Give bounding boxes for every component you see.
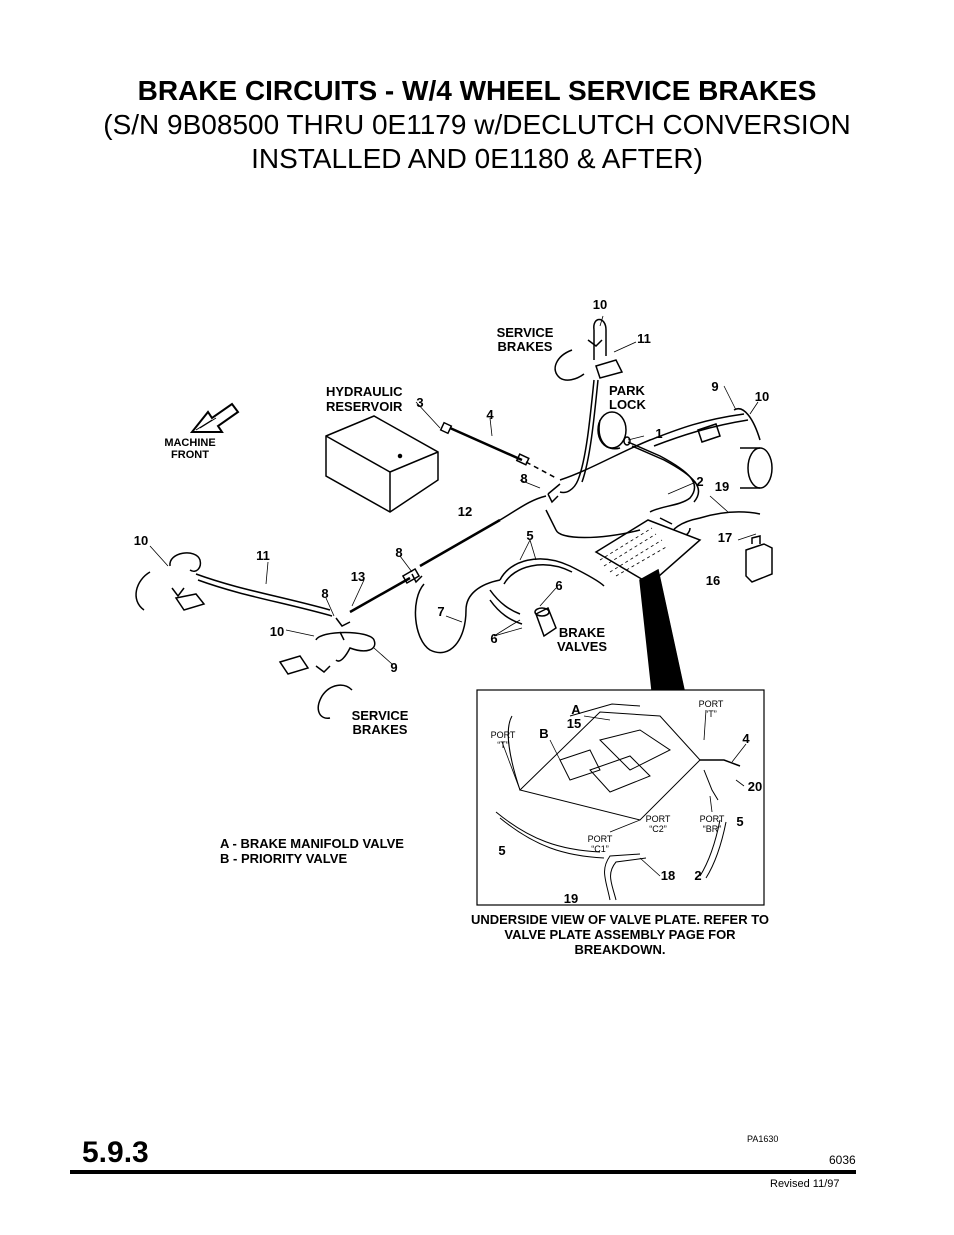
service-brake-bottom bbox=[278, 631, 376, 719]
port-c2-label-1: PORT bbox=[646, 814, 671, 824]
inset-caption: UNDERSIDE VIEW OF VALVE PLATE. REFER TO … bbox=[455, 912, 785, 957]
inset-callout-18: 18 bbox=[661, 868, 675, 883]
title-line-3: INSTALLED AND 0E1180 & AFTER) bbox=[251, 143, 703, 174]
callout-7: 7 bbox=[437, 604, 444, 619]
callout-10: 10 bbox=[755, 389, 769, 404]
revised-date: Revised 11/97 bbox=[770, 1178, 840, 1190]
park-lock-label-1: PARK bbox=[609, 383, 645, 398]
callout-1: 1 bbox=[655, 426, 662, 441]
port-c1-label-1: PORT bbox=[588, 834, 613, 844]
machine-front-arrow bbox=[189, 402, 240, 433]
callout-3: 3 bbox=[416, 395, 423, 410]
port-t-left-label-1: PORT bbox=[491, 730, 516, 740]
port-t-left-label-2: “T” bbox=[497, 740, 509, 750]
callout-6: 6 bbox=[555, 578, 562, 593]
service-brakes-top-label-2: BRAKES bbox=[498, 339, 553, 354]
hose-line-7 bbox=[414, 579, 501, 654]
machine-front-label-1: MACHINE bbox=[164, 437, 215, 449]
legend-item-a: A - BRAKE MANIFOLD VALVE bbox=[220, 836, 404, 851]
callout-8: 8 bbox=[520, 471, 527, 486]
inset-caption-line-1: UNDERSIDE VIEW OF VALVE PLATE. REFER TO bbox=[470, 912, 770, 927]
figure-id: PA1630 bbox=[747, 1134, 779, 1144]
footer-rule bbox=[70, 1170, 856, 1174]
inset-callout-4: 4 bbox=[742, 731, 750, 746]
inset-callout-15: 15 bbox=[567, 716, 581, 731]
service-brakes-bottom-label-1: SERVICE bbox=[352, 708, 409, 723]
leader-lines bbox=[149, 315, 759, 877]
park-lock-drum bbox=[597, 411, 631, 450]
callout-10: 10 bbox=[593, 297, 607, 312]
machine-front-label-2: FRONT bbox=[171, 449, 209, 461]
callout-16: 16 bbox=[706, 573, 720, 588]
hose-line-2 bbox=[627, 441, 696, 513]
callout-10: 10 bbox=[270, 624, 284, 639]
hose-line-11-top bbox=[559, 379, 595, 494]
section-number: 5.9.3 bbox=[82, 1136, 149, 1169]
title-line-1: BRAKE CIRCUITS - W/4 WHEEL SERVICE BRAKE… bbox=[137, 75, 817, 106]
component-16-switch bbox=[745, 535, 773, 583]
inset-callout-b: B bbox=[539, 726, 548, 741]
callout-10: 10 bbox=[134, 533, 148, 548]
brake-valves-label-2: VALVES bbox=[557, 639, 607, 654]
callout-8: 8 bbox=[321, 586, 328, 601]
port-t-right-label-2: “T” bbox=[705, 709, 717, 719]
port-br-label-1: PORT bbox=[700, 814, 725, 824]
port-c2-label-2: “C2” bbox=[649, 824, 667, 834]
port-c1-label-2: “C1” bbox=[591, 844, 609, 854]
inset-callout-a: A bbox=[571, 702, 581, 717]
inset-callout-20: 20 bbox=[748, 779, 762, 794]
callout-11: 11 bbox=[256, 548, 270, 563]
callout-5: 5 bbox=[526, 528, 533, 543]
inset-callout-2: 2 bbox=[694, 868, 701, 883]
legend-item-b: B - PRIORITY VALVE bbox=[220, 851, 348, 866]
brake-valves-label-1: BRAKE bbox=[559, 625, 606, 640]
port-br-label-2: “BR” bbox=[703, 824, 722, 834]
port-t-right-label-1: PORT bbox=[699, 699, 724, 709]
callout-9: 9 bbox=[390, 660, 397, 675]
valve-plate bbox=[594, 519, 702, 585]
callout-4: 4 bbox=[486, 407, 494, 422]
inset-callout-5: 5 bbox=[736, 814, 743, 829]
legend: A - BRAKE MANIFOLD VALVE B - PRIORITY VA… bbox=[220, 836, 404, 866]
hydraulic-reservoir-label-1: HYDRAULIC bbox=[326, 384, 403, 399]
hose-line-4 bbox=[449, 426, 523, 462]
hose-line-12 bbox=[419, 518, 501, 568]
title-line-2: (S/N 9B08500 THRU 0E1179 w/DECLUTCH CONV… bbox=[103, 109, 851, 140]
hose-line-5 bbox=[499, 558, 605, 587]
inset-caption-line-3: BREAKDOWN. bbox=[574, 942, 666, 957]
service-brake-left bbox=[135, 552, 206, 611]
callout-11: 11 bbox=[637, 331, 651, 346]
hydraulic-reservoir bbox=[325, 415, 439, 513]
callout-9: 9 bbox=[711, 379, 718, 394]
hose-line-11-left bbox=[195, 573, 331, 611]
inset-callout-19: 19 bbox=[564, 891, 578, 906]
inset-caption-line-2: VALVE PLATE ASSEMBLY PAGE FOR bbox=[504, 927, 736, 942]
park-lock-label-2: LOCK bbox=[609, 397, 646, 412]
brake-valves bbox=[489, 589, 557, 638]
service-brakes-bottom-label-2: BRAKES bbox=[353, 722, 408, 737]
callout-12: 12 bbox=[458, 504, 472, 519]
callout-8: 8 bbox=[395, 545, 402, 560]
page-number: 6036 bbox=[829, 1153, 856, 1167]
inset-valve-plate bbox=[495, 703, 741, 901]
service-brake-right bbox=[697, 408, 773, 489]
callout-6: 6 bbox=[490, 631, 497, 646]
hose-line-13 bbox=[349, 576, 411, 614]
inset-callout-5: 5 bbox=[498, 843, 505, 858]
hydraulic-reservoir-label-2: RESERVOIR bbox=[326, 399, 403, 414]
callout-2: 2 bbox=[696, 474, 703, 489]
service-brake-top bbox=[554, 318, 624, 381]
callout-17: 17 bbox=[718, 530, 732, 545]
callout-13: 13 bbox=[351, 569, 365, 584]
service-brakes-top-label-1: SERVICE bbox=[497, 325, 554, 340]
callout-19: 19 bbox=[715, 479, 729, 494]
